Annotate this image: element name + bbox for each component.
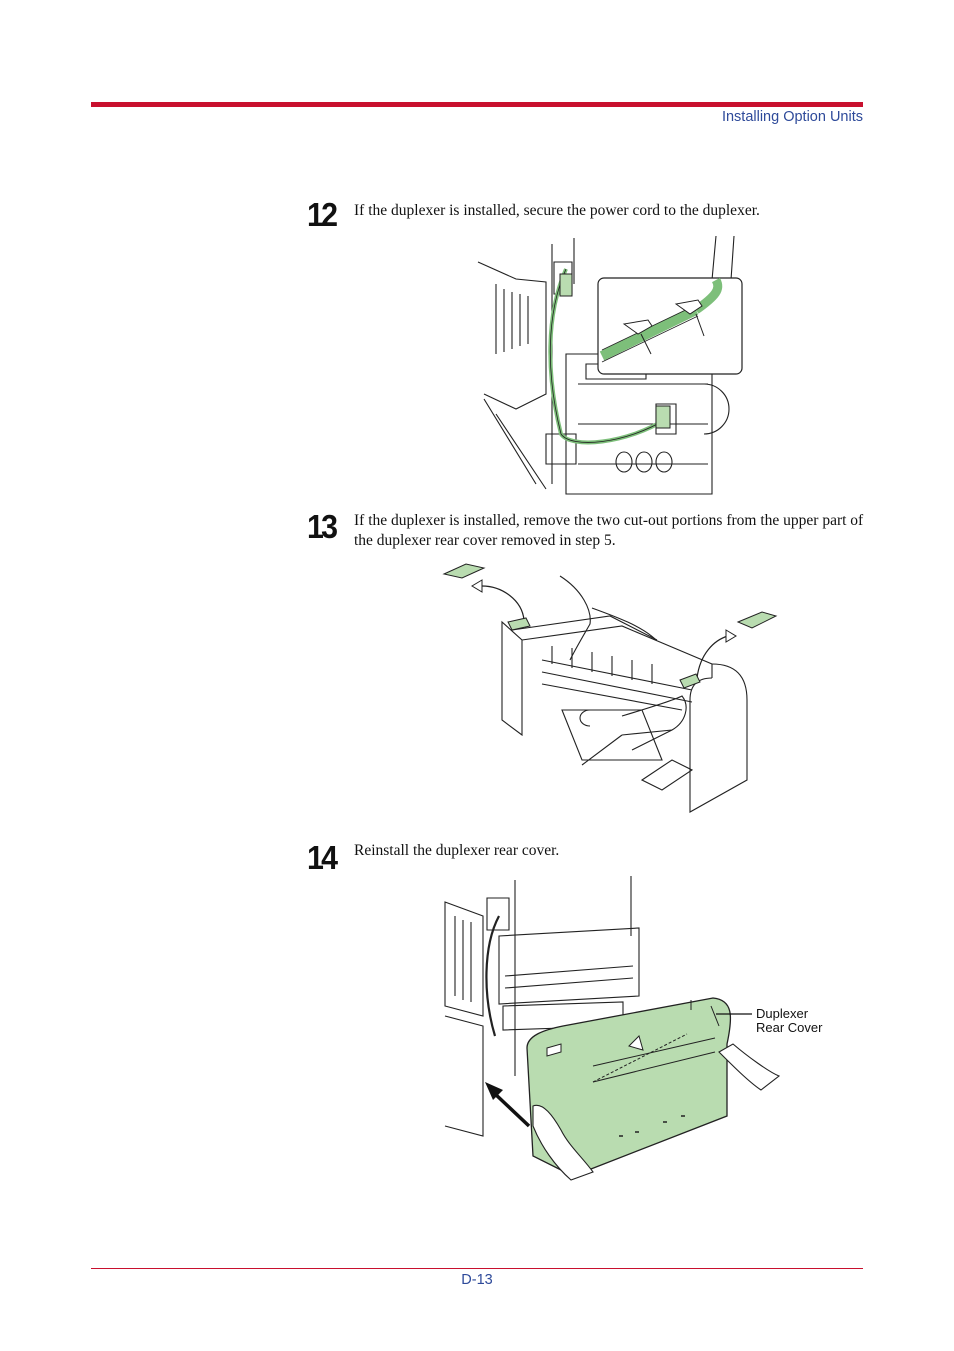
figure-cut-out-portions xyxy=(442,560,778,813)
section-title: Installing Option Units xyxy=(721,109,863,125)
header-rule xyxy=(91,102,863,107)
step-number-13: 13 xyxy=(307,508,338,545)
figure-power-cord xyxy=(476,234,746,496)
step-text-14: Reinstall the duplexer rear cover. xyxy=(354,842,560,859)
footer-rule xyxy=(91,1268,863,1269)
step-number-12: 12 xyxy=(307,196,338,233)
step-number-14: 14 xyxy=(307,839,338,876)
callout-line-1: Duplexer xyxy=(756,1006,809,1021)
callout-leader-line xyxy=(716,1013,752,1015)
page-number: D-13 xyxy=(461,1272,493,1288)
step-text-13: If the duplexer is installed, remove the… xyxy=(354,512,864,549)
callout-duplexer-rear-cover: Duplexer Rear Cover xyxy=(756,1007,822,1035)
step-text-12: If the duplexer is installed, secure the… xyxy=(354,202,760,219)
callout-line-2: Rear Cover xyxy=(756,1020,823,1035)
figure-duplexer-rear-cover xyxy=(443,876,783,1182)
